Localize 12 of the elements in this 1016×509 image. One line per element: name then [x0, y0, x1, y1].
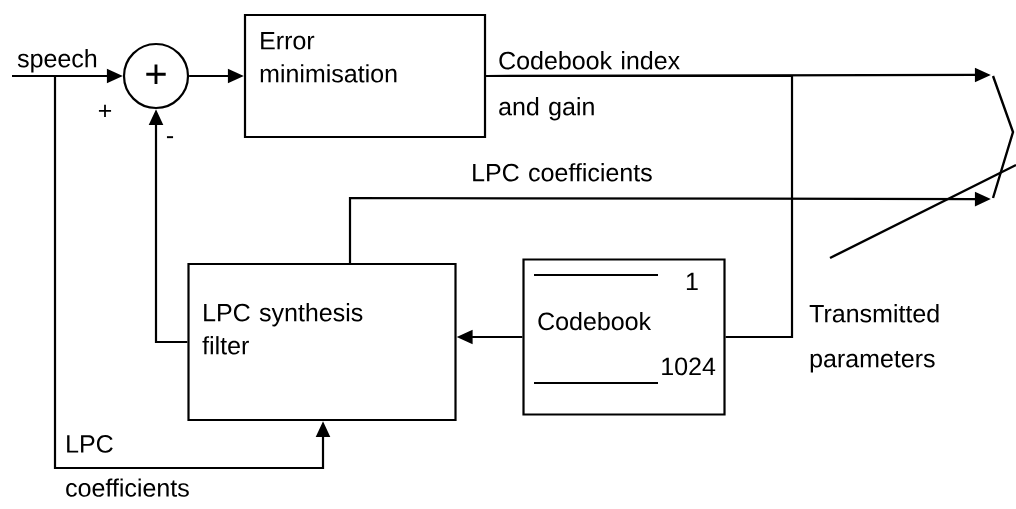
- process-box: Error minimisation: [243, 13, 487, 139]
- sign-label: -: [166, 136, 174, 139]
- edge-label: Codebook index and gain: [499, 51, 680, 121]
- edge-label: LPC coefficients: [473, 163, 652, 182]
- summing-junction: +: [122, 42, 190, 110]
- switch-drawing: [829, 75, 1016, 260]
- sign-label: +: [98, 104, 112, 117]
- codebook-box: 1 Codebook 1024: [522, 258, 726, 416]
- process-box: LPC synthesis filter: [187, 262, 457, 422]
- edge-label: speech: [17, 49, 97, 73]
- edge-label: LPC coefficients: [66, 435, 189, 497]
- node-label: Transmitted parameters: [809, 304, 939, 373]
